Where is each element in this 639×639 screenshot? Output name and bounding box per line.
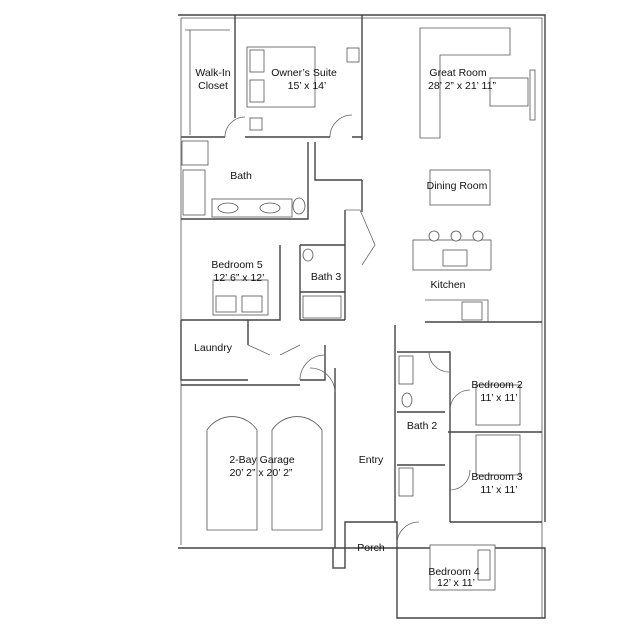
walk-in-closet-label-line2: Closet [198,80,228,92]
garage-label: 2-Bay Garage [229,454,295,466]
room-labels: Walk-In Closet Owner’s Suite 15’ x 14’ G… [194,67,523,589]
bath-2-label: Bath 2 [407,420,438,432]
bedroom-5-size: 12’ 6” x 12’ [214,272,265,284]
owners-suite-size: 15’ x 14’ [288,80,327,92]
dining-room-label: Dining Room [427,180,488,192]
bedroom-4-label: Bedroom 4 [428,566,480,578]
interior-walls [180,15,542,548]
exterior-walls [178,14,546,619]
bedroom-2-size: 11’ x 11’ [480,392,517,404]
great-room-size: 28’ 2” x 21’ 11” [428,80,496,92]
laundry-label: Laundry [194,342,233,354]
furniture [181,27,536,591]
bedroom-4-size: 12’ x 11’ [437,577,475,589]
bedroom-2-label: Bedroom 2 [471,379,523,391]
bath-3-label: Bath 3 [311,271,342,283]
bedroom-5-label: Bedroom 5 [211,259,263,271]
kitchen-label: Kitchen [430,279,465,291]
bedroom-3-size: 11’ x 11’ [480,484,517,496]
door-swings [224,114,471,569]
bedroom-3-label: Bedroom 3 [471,471,523,483]
owners-suite-label: Owner’s Suite [271,67,337,79]
entry-label: Entry [359,454,384,466]
walk-in-closet-label-line1: Walk-In [195,67,230,79]
great-room-label: Great Room [429,67,486,79]
garage-size: 20’ 2” x 20’ 2” [230,467,293,479]
bath-label: Bath [230,170,252,182]
porch-label: Porch [357,542,385,554]
